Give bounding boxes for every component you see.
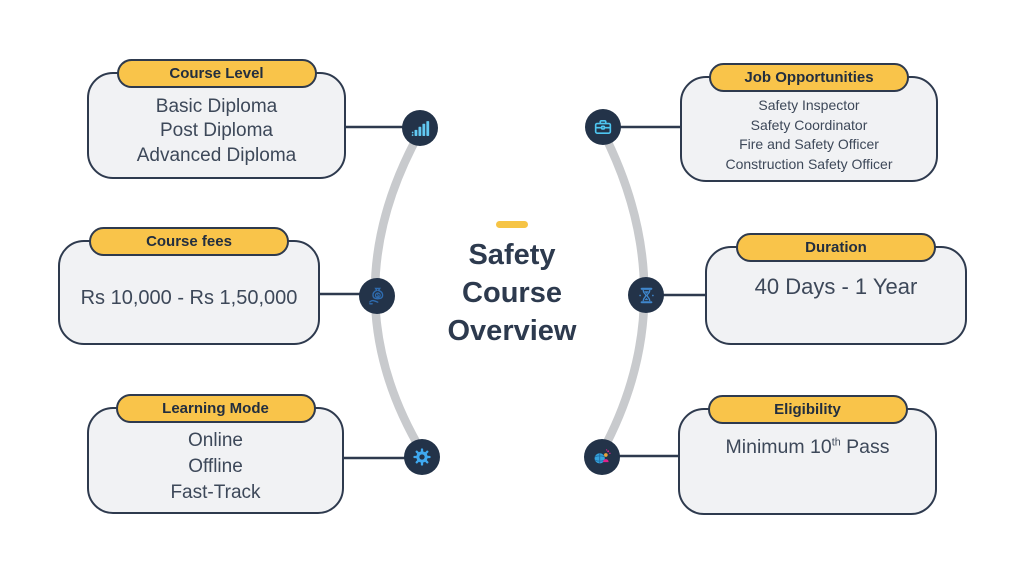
svg-text:$: $: [376, 293, 379, 299]
node-duration: [628, 277, 664, 313]
card-line: Safety Coordinator: [750, 116, 868, 133]
course-fees-label: Course fees: [146, 233, 232, 250]
learning-mode-body: Online Offline Fast-Track: [89, 409, 342, 512]
money-bag-icon: $: [369, 287, 384, 305]
gear-icon: [413, 448, 431, 466]
briefcase-icon: [594, 119, 612, 134]
node-learning-mode: [404, 439, 440, 475]
card-line: Advanced Diploma: [136, 144, 297, 166]
card-line: Post Diploma: [160, 120, 273, 142]
card-line: Rs 10,000 - Rs 1,50,000: [80, 287, 298, 309]
card-duration: Duration 40 Days - 1 Year: [705, 233, 967, 345]
eligibility-pill: Eligibility: [707, 395, 908, 424]
card-line: Safety Inspector: [758, 97, 860, 113]
course-level-pill: Course Level: [116, 59, 317, 88]
node-job-opportunities: [585, 109, 621, 145]
card-line: Fire and Safety Officer: [739, 136, 879, 152]
card-course-level: Course Level Basic Diploma Post Diploma …: [87, 59, 346, 179]
card-learning-mode: Learning Mode Online Offline Fast-Track: [87, 394, 344, 514]
course-fees-body: Rs 10,000 - Rs 1,50,000: [60, 242, 318, 343]
title-line: Overview: [447, 315, 577, 347]
job-opportunities-body: Safety Inspector Safety Coordinator Fire…: [682, 78, 936, 180]
course-fees-pill: Course fees: [89, 227, 289, 256]
learning-mode-label: Learning Mode: [162, 400, 269, 417]
title-accent-dash: [496, 221, 528, 228]
card-line: Offline: [188, 455, 243, 477]
hourglass-icon: [638, 287, 654, 303]
card-line: Online: [188, 429, 243, 451]
eligibility-text-suffix: Pass: [840, 436, 890, 458]
bar-chart-icon: [411, 120, 429, 136]
title-line: Safety: [468, 239, 556, 271]
card-line: 40 Days - 1 Year: [754, 274, 918, 299]
course-level-label: Course Level: [169, 65, 264, 82]
graduate-globe-icon: [594, 449, 611, 464]
node-course-level: [402, 110, 438, 146]
card-line: Minimum 10th Pass: [726, 436, 890, 459]
card-line: Basic Diploma: [155, 95, 278, 117]
duration-pill: Duration: [736, 233, 936, 262]
job-opportunities-pill: Job Opportunities: [709, 63, 909, 92]
eligibility-text-sup: th: [831, 436, 841, 449]
node-course-fees: $: [359, 278, 395, 314]
duration-label: Duration: [805, 239, 867, 256]
learning-mode-pill: Learning Mode: [115, 394, 316, 423]
node-eligibility: [584, 439, 620, 475]
title-line: Course: [462, 277, 562, 309]
card-course-fees: Course fees Rs 10,000 - Rs 1,50,000: [58, 227, 320, 345]
card-eligibility: Eligibility Minimum 10th Pass: [678, 395, 937, 515]
course-level-body: Basic Diploma Post Diploma Advanced Dipl…: [89, 74, 344, 177]
card-job-opportunities: Job Opportunities Safety Inspector Safet…: [680, 63, 938, 182]
card-line: Fast-Track: [170, 481, 261, 503]
duration-body: 40 Days - 1 Year: [707, 248, 965, 343]
page-title: Safety Course Overview: [402, 236, 622, 350]
eligibility-text-prefix: Minimum 10: [725, 436, 832, 458]
eligibility-label: Eligibility: [774, 401, 841, 418]
card-line: Construction Safety Officer: [725, 155, 893, 172]
eligibility-body: Minimum 10th Pass: [680, 410, 935, 513]
job-opportunities-label: Job Opportunities: [744, 69, 874, 86]
